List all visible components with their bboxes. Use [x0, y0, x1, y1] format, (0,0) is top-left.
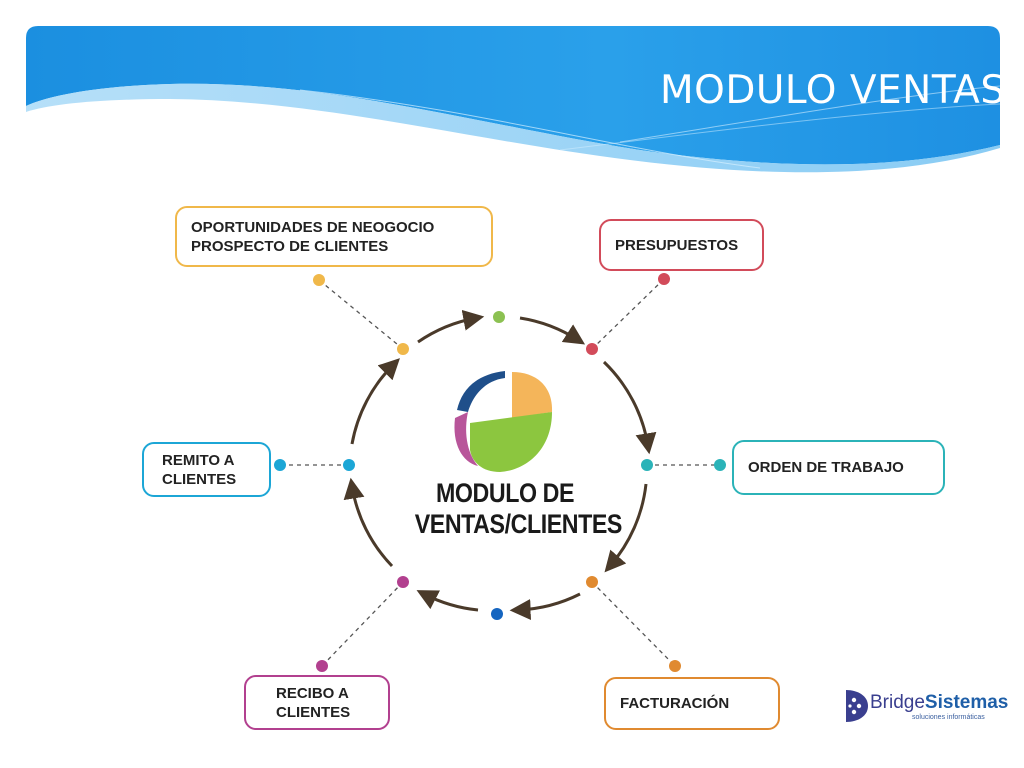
center-module-title: MODULO DE VENTAS/CLIENTES: [414, 478, 623, 540]
brand-name-part2: Sistemas: [924, 692, 1009, 713]
dot-cycle-bottom: [491, 608, 503, 620]
node-recibo-line1: RECIBO A: [276, 684, 349, 702]
logo-segment-green: [470, 412, 552, 472]
dot-recibo-inner: [397, 576, 409, 588]
node-recibo-a-clientes: RECIBO A CLIENTES: [244, 675, 390, 730]
connector-presupuestos: [591, 278, 665, 350]
dot-facturacion-outer: [669, 660, 681, 672]
node-remito-line1: REMITO A: [162, 451, 235, 469]
dot-orden-outer: [714, 459, 726, 471]
arrow-right-lower: [604, 483, 648, 573]
arrow-top-left: [417, 309, 485, 344]
brand-name-part1: Bridge: [870, 692, 925, 713]
node-oportunidades: OPORTUNIDADES DE NEOGOCIO PROSPECTO DE C…: [175, 206, 493, 267]
arrow-bottom-right: [509, 592, 581, 621]
connector-recibo: [321, 581, 404, 667]
node-oportunidades-line2: PROSPECTO DE CLIENTES: [191, 237, 389, 255]
arrow-right-upper: [602, 360, 657, 455]
node-facturacion: FACTURACIÓN: [604, 677, 780, 730]
node-remito-a-clientes: REMITO A CLIENTES: [142, 442, 271, 497]
dot-orden-inner: [641, 459, 653, 471]
cycle-arrows: [343, 309, 657, 621]
dot-remito-inner: [343, 459, 355, 471]
node-facturacion-label: FACTURACIÓN: [620, 695, 730, 712]
node-presupuestos-label: PRESUPUESTOS: [615, 236, 739, 254]
connector-dots: [274, 273, 726, 672]
dot-remito-outer: [274, 459, 286, 471]
node-oportunidades-line1: OPORTUNIDADES DE NEOGOCIO: [191, 218, 435, 236]
dot-recibo-outer: [316, 660, 328, 672]
node-orden-label: ORDEN DE TRABAJO: [748, 459, 904, 476]
dot-presupuestos-outer: [658, 273, 670, 285]
center-logo: [454, 371, 553, 472]
logo-segment-orange: [512, 372, 553, 418]
connector-oportunidades: [318, 279, 404, 350]
node-presupuestos: PRESUPUESTOS: [599, 219, 764, 271]
dot-oportunidades-inner: [397, 343, 409, 355]
arrow-bottom-left: [416, 590, 479, 612]
dot-presupuestos-inner: [586, 343, 598, 355]
brand-name: BridgeSistemas: [870, 692, 1008, 714]
node-remito-line2: CLIENTES: [162, 470, 237, 488]
header-wave-banner: [26, 26, 1001, 173]
arrow-left-lower: [343, 477, 394, 568]
connectors: [280, 278, 720, 667]
logo-segment-blue: [457, 371, 505, 412]
logo-segment-pink: [454, 412, 478, 466]
slide-title: MODULO VENTAS: [660, 68, 1006, 113]
node-orden-de-trabajo: ORDEN DE TRABAJO: [732, 440, 945, 495]
center-title-line2: VENTAS/CLIENTES: [414, 509, 623, 539]
arrow-left-upper: [350, 358, 400, 445]
bridge-sistemas-brand: BridgeSistemas soluciones informáticas: [840, 684, 1008, 728]
dot-oportunidades-outer: [313, 274, 325, 286]
dot-cycle-top: [493, 311, 505, 323]
bridge-logo-icon: [846, 690, 868, 722]
connector-facturacion: [591, 581, 676, 667]
center-title-line1: MODULO DE: [435, 478, 575, 508]
dot-facturacion-inner: [586, 576, 598, 588]
node-recibo-line2: CLIENTES: [276, 703, 351, 721]
brand-tagline: soluciones informáticas: [912, 714, 985, 721]
arrow-top-right: [519, 316, 586, 345]
